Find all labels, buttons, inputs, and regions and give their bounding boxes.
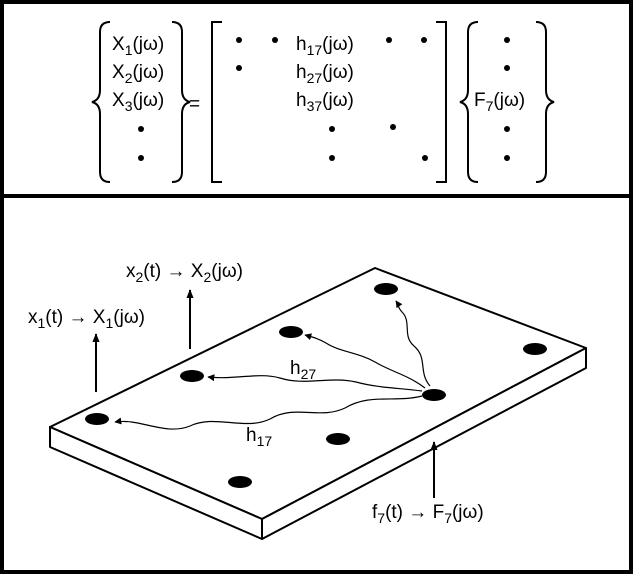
point-1 xyxy=(85,413,109,425)
lhs-entry-1: X1(jω) xyxy=(112,34,164,58)
matrix-dot-r1c2 xyxy=(272,37,278,43)
matrix-left-bracket xyxy=(211,21,222,183)
lhs-entry-2: X2(jω) xyxy=(112,62,164,86)
point-8 xyxy=(326,433,350,445)
point-9 xyxy=(228,476,252,488)
point-5 xyxy=(523,343,547,355)
rhs-dot-1 xyxy=(504,37,510,43)
lhs-right-brace xyxy=(171,21,191,183)
plate-right-face xyxy=(261,347,587,540)
rhs-right-brace xyxy=(535,21,555,183)
matrix-dot-r2c1 xyxy=(236,65,242,71)
lhs-dot-5 xyxy=(138,155,144,161)
path-7-to-4 xyxy=(395,300,431,387)
matrix-dot-r1c4 xyxy=(386,37,392,43)
point-3 xyxy=(279,326,303,338)
rhs-dot-2 xyxy=(504,65,510,71)
matrix-right-bracket xyxy=(436,21,447,183)
plate xyxy=(49,267,587,540)
equals-sign: = xyxy=(189,94,200,115)
matrix-dot-r4c4 xyxy=(390,124,396,130)
matrix-entry-h37: h37(jω) xyxy=(296,90,354,114)
label-h27: h27 xyxy=(290,358,316,382)
lhs-entry-3: X3(jω) xyxy=(112,90,164,114)
matrix-dot-r1c5 xyxy=(421,37,427,43)
point-4 xyxy=(374,283,398,295)
matrix-dot-r1c1 xyxy=(236,37,242,43)
rhs-dot-5 xyxy=(504,155,510,161)
label-f7: f7(t) → F7(jω) xyxy=(372,502,484,526)
label-x1: x1(t) → X1(jω) xyxy=(28,307,145,331)
matrix-entry-h27: h27(jω) xyxy=(296,62,354,86)
matrix-dot-r5c5 xyxy=(422,155,428,161)
matrix-dot-r4c3 xyxy=(329,126,335,132)
rhs-left-brace xyxy=(459,21,479,183)
path-7-to-1 xyxy=(114,395,423,430)
point-2 xyxy=(180,370,204,382)
lhs-dot-4 xyxy=(138,126,144,132)
label-x2: x2(t) → X2(jω) xyxy=(126,261,243,285)
rhs-dot-4 xyxy=(504,126,510,132)
path-7-to-3 xyxy=(304,333,426,389)
rhs-entry-f7: F7(jω) xyxy=(474,90,525,114)
point-7-excitation xyxy=(422,389,446,401)
matrix-dot-r5c3 xyxy=(329,155,335,161)
matrix-entry-h17: h17(jω) xyxy=(296,34,354,58)
lhs-left-brace xyxy=(91,21,111,183)
label-h17: h17 xyxy=(246,425,272,449)
path-7-to-2 xyxy=(207,374,423,392)
